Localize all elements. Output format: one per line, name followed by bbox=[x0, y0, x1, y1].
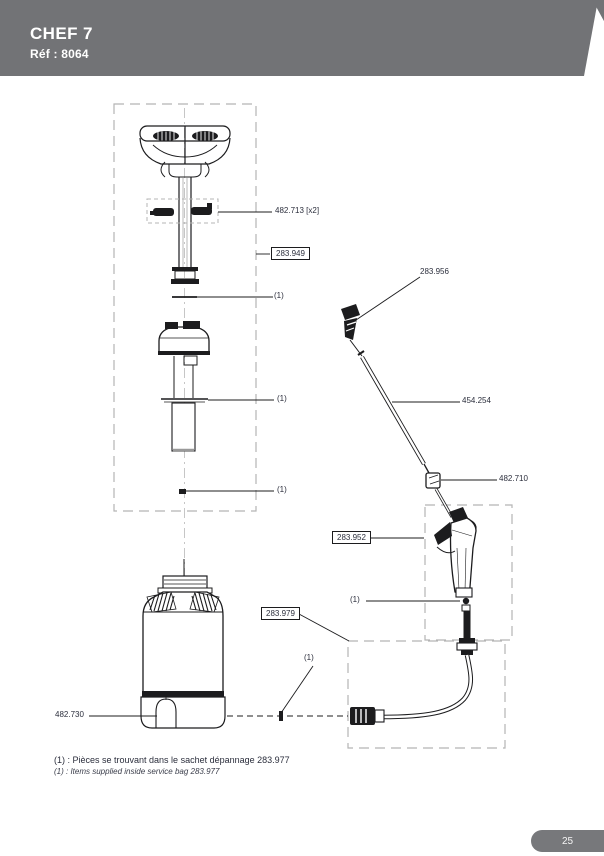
hose-assembly bbox=[350, 654, 474, 725]
pump-handle bbox=[139, 125, 231, 178]
service-ref-marker: (1) bbox=[350, 595, 360, 604]
service-ref-marker: (1) bbox=[274, 291, 284, 300]
service-ref-marker: (1) bbox=[277, 394, 287, 403]
service-ref-marker: (1) bbox=[304, 653, 314, 662]
leader-lines bbox=[89, 211, 497, 717]
product-reference: Réf : 8064 bbox=[30, 47, 89, 61]
tank bbox=[140, 559, 226, 729]
hose-boundary-box bbox=[347, 640, 506, 749]
pump-rod bbox=[171, 177, 199, 284]
part-label-pump-assembly: 283.949 bbox=[271, 247, 310, 260]
lance-assembly bbox=[341, 304, 454, 518]
part-label-nozzle: 283.956 bbox=[420, 267, 449, 276]
part-label-handle-clips: 482.713 [x2] bbox=[275, 206, 320, 215]
part-label-trigger-gun: 283.952 bbox=[332, 531, 371, 544]
part-label-lance: 454.254 bbox=[462, 396, 491, 405]
page-number-badge: 25 bbox=[531, 830, 604, 852]
pump-cylinder bbox=[158, 321, 210, 494]
footnote-french: (1) : Pièces se trouvant dans le sachet … bbox=[54, 755, 290, 765]
part-label-lance-nut: 482.710 bbox=[499, 474, 528, 483]
hose-axis bbox=[227, 711, 348, 721]
service-ref-marker: (1) bbox=[277, 485, 287, 494]
part-label-tank-base: 482.730 bbox=[55, 710, 84, 719]
part-label-hose-assembly: 283.979 bbox=[261, 607, 300, 620]
header-banner bbox=[0, 0, 598, 76]
pump-boundary-box bbox=[113, 103, 257, 512]
page-number: 25 bbox=[561, 835, 574, 847]
footnote-english: (1) : Items supplied inside service bag … bbox=[54, 767, 220, 776]
product-title: CHEF 7 bbox=[30, 24, 93, 43]
handle-clips bbox=[146, 198, 219, 224]
trigger-gun bbox=[434, 507, 478, 655]
